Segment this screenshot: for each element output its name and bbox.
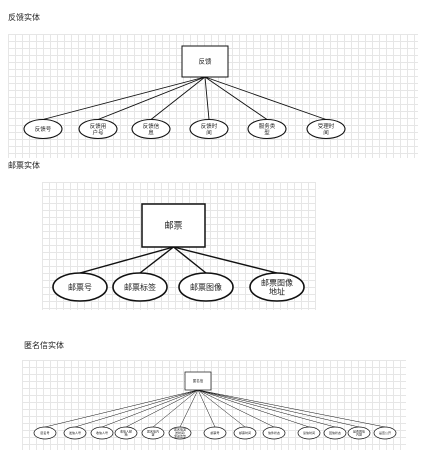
attribute-ellipse <box>90 426 114 440</box>
attribute-ellipse <box>141 426 165 440</box>
attribute-label: 服务类型 <box>259 121 276 136</box>
relationship-line <box>150 76 206 120</box>
attribute-label: 反馈时间 <box>201 121 218 136</box>
attribute-ellipse <box>33 426 57 440</box>
attribute-label: 邮票号 <box>68 282 92 292</box>
attribute-ellipse <box>189 118 229 140</box>
attribute-ellipse <box>131 118 171 140</box>
attribute-ellipse <box>112 272 168 302</box>
relationship-line <box>139 246 174 274</box>
relationship-line <box>197 389 360 428</box>
attribute-label: 收信人号 <box>96 430 108 435</box>
attribute-label: 邮票时间 <box>239 430 251 435</box>
relationship-line <box>101 389 199 428</box>
attribute-label: 匿名号 <box>40 430 49 435</box>
attribute-label: 回信状态 <box>329 430 341 435</box>
relationship-line <box>42 76 206 120</box>
attribute-ellipse <box>178 272 234 302</box>
relationship-line <box>204 76 268 120</box>
entity-label: 反馈 <box>199 57 213 66</box>
relationship-line <box>197 389 310 428</box>
attribute-ellipse <box>297 426 321 440</box>
entity-box <box>141 203 206 248</box>
relationship-line <box>173 246 207 274</box>
attribute-label: 受理时间 <box>318 121 335 136</box>
relationship-line <box>97 76 206 120</box>
entity-box <box>184 371 212 391</box>
attribute-label: 匿名信发送时间/发送类型 <box>174 427 186 439</box>
relationship-line <box>197 389 246 428</box>
attribute-ellipse <box>249 272 305 302</box>
attribute-label: 反馈用户号 <box>90 121 107 136</box>
attribute-ellipse <box>262 426 286 440</box>
section-title-anonymous-letter: 匿名信实体 <box>24 341 64 350</box>
attribute-ellipse <box>203 426 227 440</box>
attribute-label: 信件状态 <box>268 430 280 435</box>
relationship-line <box>197 389 216 428</box>
relationship-line <box>197 389 336 428</box>
relationship-line <box>204 76 327 120</box>
attribute-label: 发信人号 <box>69 430 81 435</box>
attribute-label: 反馈号 <box>35 125 52 133</box>
attribute-label: 邮票图像地址 <box>261 277 293 296</box>
attribute-label: 邮票图像 <box>190 282 222 292</box>
relationship-line <box>197 389 275 428</box>
attribute-label: 匿名信内容 <box>147 428 159 436</box>
entity-box <box>181 45 229 78</box>
attribute-ellipse <box>306 118 346 140</box>
attribute-ellipse <box>52 272 108 302</box>
attribute-ellipse <box>63 426 87 440</box>
entity-label: 邮票 <box>164 219 182 231</box>
relationship-line <box>79 246 174 274</box>
relationship-line <box>74 389 199 428</box>
relationship-line <box>197 389 386 428</box>
relationship-line <box>44 389 199 428</box>
attribute-label: 邮票号 <box>210 430 219 435</box>
entity-label: 匿名信 <box>193 378 204 383</box>
attribute-label: 读信时间 <box>303 430 315 435</box>
attribute-ellipse <box>323 426 347 440</box>
attribute-label: 是否公开 <box>379 430 391 435</box>
attribute-label: 收信人邮箱 <box>120 428 132 436</box>
attribute-ellipse <box>233 426 257 440</box>
attribute-ellipse <box>347 426 371 440</box>
attribute-ellipse <box>23 118 63 140</box>
attribute-label: 是否回信内容 <box>353 428 365 436</box>
relationship-line <box>179 389 199 428</box>
attribute-label: 邮票标签 <box>124 282 156 292</box>
relationship-line <box>173 246 278 274</box>
attribute-ellipse <box>114 426 138 440</box>
relationship-line <box>152 389 199 428</box>
section-title-feedback: 反馈实体 <box>8 13 40 22</box>
relationship-line <box>125 389 199 428</box>
attribute-ellipse <box>373 426 397 440</box>
attribute-ellipse <box>247 118 287 140</box>
attribute-ellipse <box>168 426 192 440</box>
section-title-stamp: 邮票实体 <box>8 161 40 170</box>
relationship-line <box>204 76 210 120</box>
attribute-ellipse <box>78 118 118 140</box>
attribute-label: 反馈信息 <box>143 121 160 136</box>
